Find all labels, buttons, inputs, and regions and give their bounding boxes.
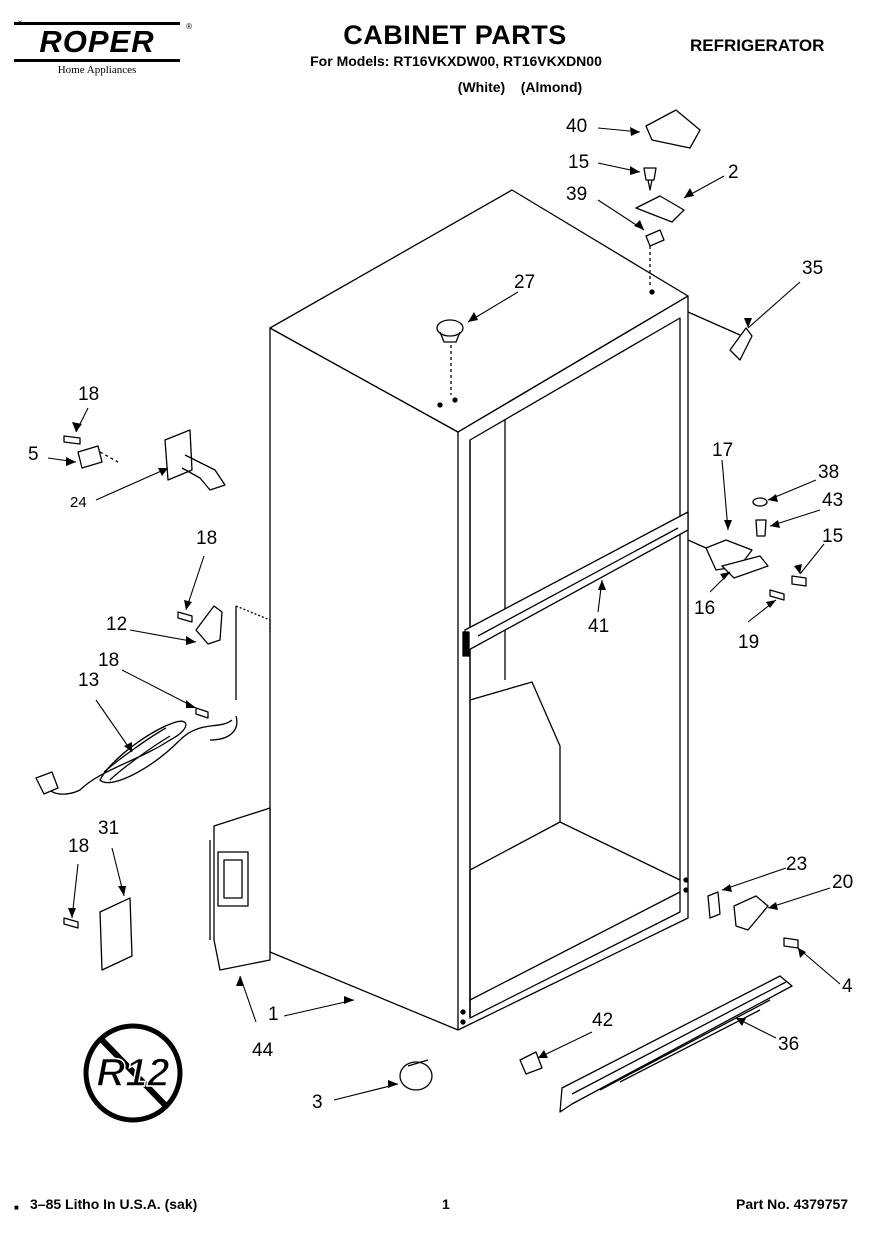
- callout-5: 5: [28, 444, 39, 465]
- brand-logo: ROPER ® Home Appliances: [14, 22, 192, 76]
- callout-40: 40: [566, 116, 588, 137]
- callout-18-a: 18: [78, 384, 100, 405]
- models-line: For Models: RT16VKXDW00, RT16VKXDN00: [310, 53, 602, 69]
- footer-part-number: Part No. 4379757: [736, 1196, 849, 1212]
- brand-tagline: Home Appliances: [57, 64, 137, 76]
- callout-18-b: 18: [196, 528, 218, 549]
- screw-part: [195, 707, 209, 719]
- callout-15-mid: 15: [822, 526, 844, 547]
- callout-17: 17: [712, 440, 734, 461]
- roller-part: [399, 1061, 433, 1091]
- registered-mark: ®: [186, 22, 192, 31]
- callout-19: 19: [738, 632, 760, 653]
- badge-text: R12: [96, 1051, 169, 1095]
- callout-38: 38: [818, 462, 840, 483]
- cabinet-side-panel: [269, 327, 459, 1031]
- callout-43: 43: [822, 490, 844, 511]
- screw-part: [643, 167, 657, 191]
- callout-2: 2: [728, 162, 739, 183]
- callout-24: 24: [70, 494, 87, 511]
- callout-18-c: 18: [98, 650, 120, 671]
- screw-part: [177, 611, 193, 623]
- hinge-pin-part: [755, 519, 767, 537]
- category-label: REFRIGERATOR: [690, 36, 825, 55]
- callout-15-top: 15: [568, 152, 590, 173]
- callout-39: 39: [566, 184, 588, 205]
- callout-36: 36: [778, 1034, 800, 1055]
- grille-clip-part: [519, 1051, 543, 1075]
- callout-27: 27: [514, 272, 536, 293]
- center-hinge-part: [721, 555, 769, 579]
- cord-clamp-part: [195, 605, 223, 645]
- clip-part: [77, 445, 103, 469]
- callout-23: 23: [786, 854, 808, 875]
- power-cord-part: [46, 719, 233, 795]
- callout-4: 4: [842, 976, 853, 997]
- callout-20: 20: [832, 872, 854, 893]
- bottom-hinge-part: [733, 895, 769, 931]
- screw-part: [63, 435, 81, 445]
- screw-part: [63, 917, 79, 929]
- trim-end-cap-part: [729, 327, 753, 361]
- callout-12: 12: [106, 614, 128, 635]
- brand-name: ROPER: [14, 22, 180, 62]
- cover-plate-part: [99, 897, 133, 971]
- callout-18-d: 18: [68, 836, 90, 857]
- top-hinge-part: [635, 195, 685, 223]
- callout-1: 1: [268, 1004, 279, 1025]
- cabinet-liner: [469, 681, 561, 871]
- callout-42: 42: [592, 1010, 614, 1031]
- screw-part: [791, 575, 807, 587]
- cabinet-front-frame: [457, 295, 689, 1031]
- callout-35: 35: [802, 258, 824, 279]
- callout-31: 31: [98, 818, 120, 839]
- hinge-cover-part: [645, 109, 701, 149]
- drain-tube-part: [164, 429, 193, 481]
- toe-grille-part: [559, 975, 793, 1113]
- washer-part: [752, 497, 768, 507]
- top-plug-part: [436, 319, 464, 337]
- page-title: CABINET PARTS: [343, 20, 567, 50]
- hinge-shim-part: [707, 891, 721, 919]
- screw-part: [769, 589, 785, 601]
- divider-rail: [464, 511, 689, 653]
- screw-part: [783, 937, 799, 949]
- callout-44: 44: [252, 1040, 274, 1061]
- callout-16: 16: [694, 598, 716, 619]
- corner-mark-bottom: ■: [14, 1203, 19, 1212]
- callout-3: 3: [312, 1092, 323, 1113]
- hinge-shim-part: [645, 229, 665, 247]
- footer-page-number: 1: [442, 1196, 450, 1212]
- callout-41: 41: [588, 616, 610, 637]
- no-r12-badge: R12: [83, 1023, 183, 1123]
- colors-line: (White) (Almond): [457, 79, 583, 95]
- footer-print-info: 3–85 Litho In U.S.A. (sak): [30, 1196, 198, 1212]
- callout-13: 13: [78, 670, 100, 691]
